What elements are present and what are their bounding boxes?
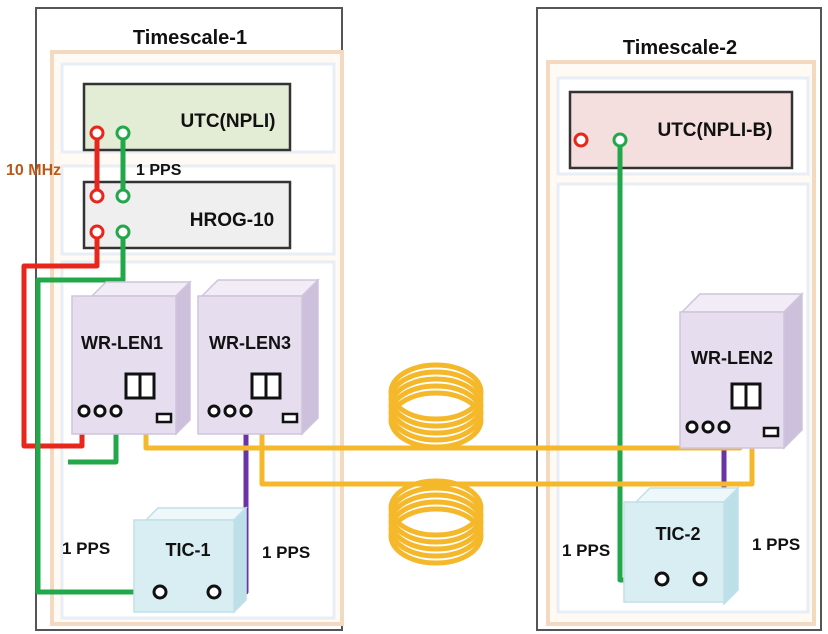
pps-top-label: 1 PPS <box>136 162 182 179</box>
tic-2-label: TIC-2 <box>656 524 701 544</box>
wr-len3-label: WR-LEN3 <box>209 333 291 353</box>
utc-npli-b-device <box>568 90 794 170</box>
wr-len1-label: WR-LEN1 <box>81 333 163 353</box>
green-connectors <box>115 125 628 240</box>
pps-tic1-right-label: 1 PPS <box>262 543 310 562</box>
utc-npli-label: UTC(NPLI) <box>181 111 276 132</box>
fiber-spool-lower <box>388 478 484 566</box>
tic-1-device <box>133 506 248 614</box>
pps-tic2-left-label: 1 PPS <box>562 541 610 560</box>
pps-tic2-right-label: 1 PPS <box>752 535 800 554</box>
tic-2-device <box>623 486 740 606</box>
wr-len2-label: WR-LEN2 <box>691 348 773 368</box>
utc-npli-b-label: UTC(NPLI-B) <box>657 120 772 141</box>
wr-len1-device <box>71 280 192 436</box>
hrog-10-label: HROG-10 <box>190 210 274 231</box>
timescale-1-title: Timescale-1 <box>133 27 247 49</box>
wr-len3-device <box>197 278 320 436</box>
red-connectors <box>89 125 589 240</box>
ten-mhz-label: 10 MHz <box>6 162 61 179</box>
timescale-2-title: Timescale-2 <box>623 37 737 59</box>
utc-npli-device <box>82 82 292 152</box>
tic-input-connectors <box>152 571 708 600</box>
fiber-spool-upper <box>388 362 484 450</box>
ten-mhz-cable <box>21 133 100 449</box>
wr-len2-device <box>679 292 804 450</box>
pps-tic1-left-label: 1 PPS <box>62 539 110 558</box>
tic-1-label: TIC-1 <box>166 540 211 560</box>
